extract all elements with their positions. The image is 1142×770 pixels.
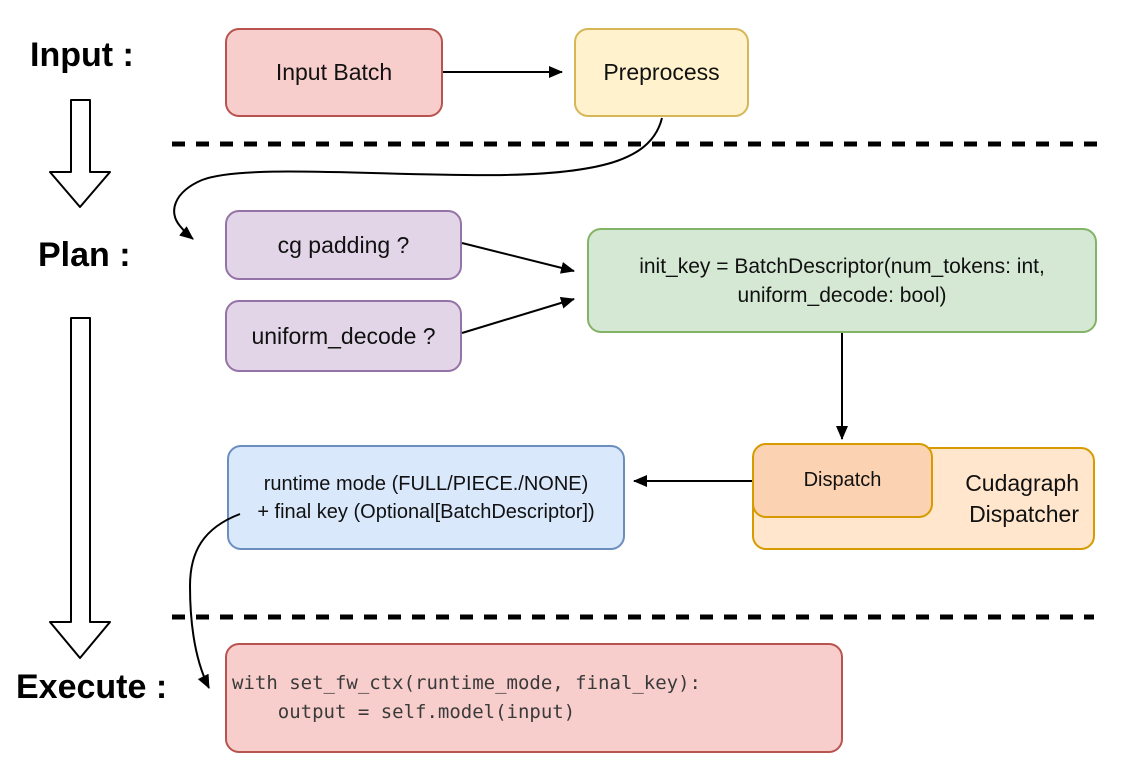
cudagraph-dispatcher-label-line1: Cudagraph <box>965 469 1079 496</box>
execute-code-line1: with set_fw_ctx(runtime_mode, final_key)… <box>232 672 701 694</box>
preprocess-node: Preprocess <box>574 28 749 117</box>
init-key-node: init_key = BatchDescriptor(num_tokens: i… <box>587 228 1097 333</box>
input-batch-node: Input Batch <box>225 28 443 117</box>
cg-padding-label: cg padding ? <box>277 231 410 258</box>
plan-section-label: Plan : <box>38 236 131 274</box>
runtime-mode-label-line2: + final key (Optional[BatchDescriptor]) <box>257 500 595 523</box>
runtime-mode-label-line1: runtime mode (FULL/PIECE./NONE) <box>263 472 589 495</box>
cg-padding-node: cg padding ? <box>225 210 462 280</box>
plan-to-execute-arrow-icon <box>49 317 111 659</box>
runtime-mode-node: runtime mode (FULL/PIECE./NONE) + final … <box>227 445 625 550</box>
arrow-cg-padding-to-init-key <box>461 242 575 274</box>
init-key-label-line2: uniform_decode: bool) <box>737 283 947 307</box>
input-section-label: Input : <box>30 36 134 74</box>
execute-code-node: with set_fw_ctx(runtime_mode, final_key)… <box>225 643 843 753</box>
input-to-plan-arrow-icon <box>49 99 111 208</box>
execute-section-label: Execute : <box>16 668 168 706</box>
dispatch-label: Dispatch <box>803 469 882 491</box>
cudagraph-dispatcher-label-line2: Dispatcher <box>969 500 1079 527</box>
preprocess-label: Preprocess <box>603 59 720 85</box>
execute-code-line2: output = self.model(input) <box>232 701 576 723</box>
input-batch-label: Input Batch <box>275 59 393 85</box>
uniform-decode-label: uniform_decode ? <box>251 322 436 349</box>
uniform-decode-node: uniform_decode ? <box>225 300 462 372</box>
dispatch-node: Dispatch <box>752 443 933 518</box>
init-key-label-line1: init_key = BatchDescriptor(num_tokens: i… <box>639 254 1045 278</box>
arrow-uniform-decode-to-init-key <box>461 297 575 334</box>
